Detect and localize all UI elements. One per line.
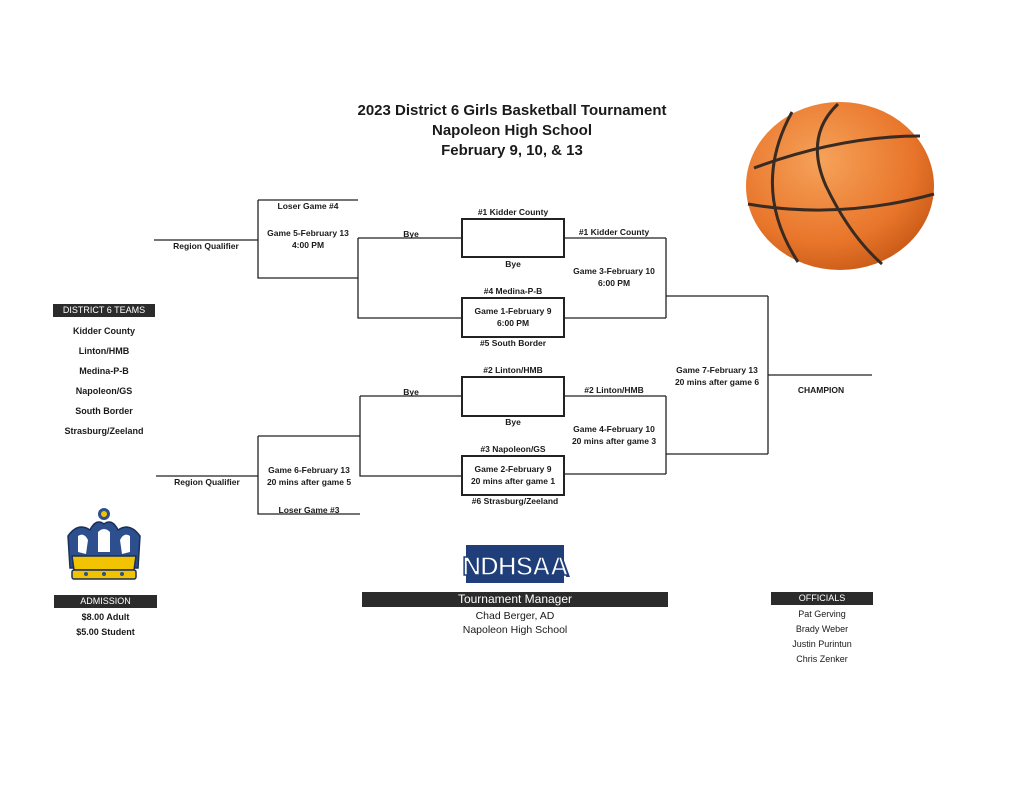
team-item: South Border xyxy=(75,406,133,416)
game5-time: 4:00 PM xyxy=(291,240,325,250)
game6-date: Game 6-February 13 xyxy=(268,465,350,475)
manager-name: Chad Berger, AD xyxy=(475,610,555,622)
tournament-manager-panel: Tournament Manager Chad Berger, AD Napol… xyxy=(362,592,668,637)
admission-heading: ADMISSION xyxy=(54,595,157,608)
top-advance-kidder-county: #1 Kidder County xyxy=(578,227,650,237)
team-item: Strasburg/Zeeland xyxy=(64,426,144,436)
admission-student: $5.00 Student xyxy=(76,627,135,637)
manager-school: Napoleon High School xyxy=(462,624,568,636)
official-item: Justin Purintun xyxy=(792,639,852,649)
bottom-region-qualifier: Region Qualifier xyxy=(174,477,240,487)
bottom-advance-linton: #2 Linton/HMB xyxy=(584,385,644,395)
bottom-bye-left: Bye xyxy=(403,387,419,397)
crown-logo-icon xyxy=(67,508,141,580)
admission-panel: ADMISSION $8.00 Adult $5.00 Student xyxy=(54,595,157,638)
team-item: Napoleon/GS xyxy=(75,386,133,396)
official-item: Brady Weber xyxy=(795,624,849,634)
loser-game-3-label: Loser Game #3 xyxy=(278,505,340,515)
game3-date: Game 3-February 10 xyxy=(573,266,655,276)
official-item: Chris Zenker xyxy=(796,654,848,664)
bottom-bye-box: Bye xyxy=(505,417,521,427)
game7-date: Game 7-February 13 xyxy=(676,365,758,375)
district-teams-panel: DISTRICT 6 TEAMS Kidder County Linton/HM… xyxy=(53,304,155,437)
champion-label: CHAMPION xyxy=(797,385,845,395)
seed-2-linton: #2 Linton/HMB xyxy=(483,365,543,375)
tournament-manager-heading: Tournament Manager xyxy=(362,592,668,607)
tournament-dates: February 9, 10, & 13 xyxy=(441,142,583,159)
district-teams-heading: DISTRICT 6 TEAMS xyxy=(53,304,155,317)
ndhsaa-logo-text: NDHSAA xyxy=(462,550,570,582)
game6-time: 20 mins after game 5 xyxy=(266,477,352,487)
seed-5-south-border: #5 South Border xyxy=(479,338,547,348)
ndhsaa-logo: NDHSAA xyxy=(458,543,572,585)
officials-panel: OFFICIALS Pat Gerving Brady Weber Justin… xyxy=(771,592,873,665)
loser-game-4-label: Loser Game #4 xyxy=(277,201,339,211)
seed-3-napoleon: #3 Napoleon/GS xyxy=(480,444,546,454)
tournament-venue: Napoleon High School xyxy=(432,122,592,139)
top-bye-left: Bye xyxy=(403,229,419,239)
top-bye-box: Bye xyxy=(505,259,521,269)
team-item: Linton/HMB xyxy=(78,346,130,356)
game1-date: Game 1-February 9 xyxy=(474,306,552,316)
game3-time: 6:00 PM xyxy=(597,278,631,288)
tournament-title: 2023 District 6 Girls Basketball Tournam… xyxy=(357,102,667,119)
seed-6-strasburg: #6 Strasburg/Zeeland xyxy=(471,496,559,506)
game2-time: 20 mins after game 1 xyxy=(470,476,556,486)
officials-heading: OFFICIALS xyxy=(771,592,873,605)
seed-1-kidder-county: #1 Kidder County xyxy=(477,207,549,217)
game4-time: 20 mins after game 3 xyxy=(571,436,657,446)
official-item: Pat Gerving xyxy=(798,609,846,619)
game5-date: Game 5-February 13 xyxy=(267,228,349,238)
game7-time: 20 mins after game 6 xyxy=(674,377,760,387)
game2-date: Game 2-February 9 xyxy=(474,464,552,474)
admission-adult: $8.00 Adult xyxy=(81,612,130,622)
game1-time: 6:00 PM xyxy=(496,318,530,328)
top-region-qualifier: Region Qualifier xyxy=(173,241,239,251)
basketball-icon xyxy=(746,102,935,270)
game4-date: Game 4-February 10 xyxy=(573,424,655,434)
team-item: Medina-P-B xyxy=(79,366,129,376)
seed-4-medina: #4 Medina-P-B xyxy=(483,286,543,296)
team-item: Kidder County xyxy=(73,326,135,336)
